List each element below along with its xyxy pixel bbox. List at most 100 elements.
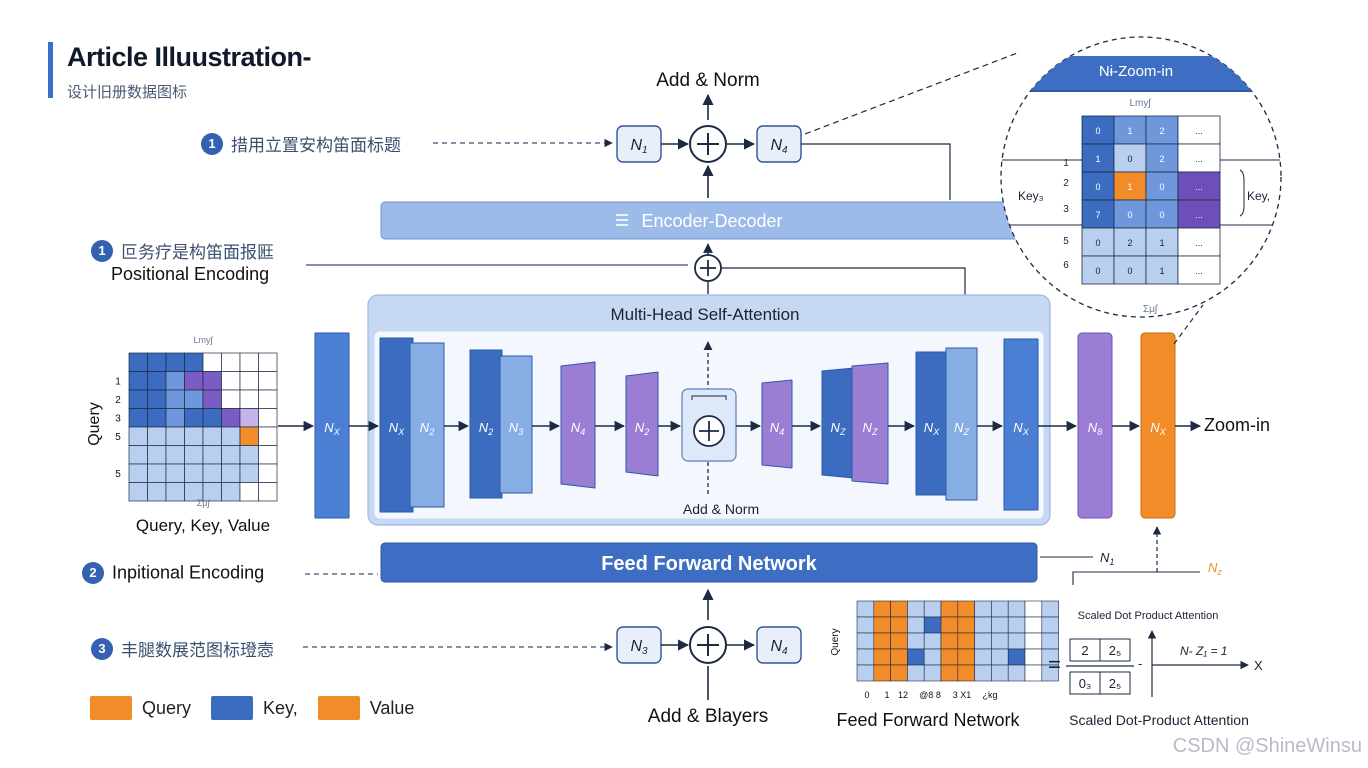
top-n-left-node: N1 (616, 125, 662, 163)
attention-block: NZ (851, 362, 889, 485)
heatmap-cell (974, 648, 992, 666)
matrix-cell (258, 463, 278, 483)
encoder-decoder-bar: Encoder-Decoder (380, 201, 1022, 240)
svg-text:NX: NX (389, 420, 405, 437)
page-subtitle: 设计旧册数据图标 (67, 84, 188, 101)
legend-item: Value (317, 696, 414, 720)
heatmap-cell (974, 632, 992, 650)
number-badge: 1 (201, 132, 223, 155)
heatmap-cell (957, 600, 975, 618)
matrix-cell (221, 482, 241, 502)
heatmap-cell (856, 616, 875, 634)
heatmap-cell (1041, 616, 1059, 634)
zoom-cell-value: 2 (1159, 126, 1164, 136)
heatmap-cell (940, 600, 959, 618)
zoom-cell (1113, 115, 1147, 145)
svg-text:2₅: 2₅ (1109, 643, 1121, 658)
legend: Query Key, Value (90, 696, 434, 720)
matrix-cell (147, 445, 167, 465)
matrix-cell (128, 463, 148, 483)
heatmap-cell (991, 616, 1009, 634)
attention-block: NX (314, 332, 350, 519)
svg-text:-: - (1138, 656, 1142, 671)
svg-text:NX: NX (324, 420, 340, 437)
matrix-cell (147, 482, 167, 502)
matrix-cell (202, 408, 222, 428)
heatmap-cell (923, 664, 942, 682)
heatmap-cell (1024, 616, 1043, 634)
matrix-cell (221, 389, 241, 409)
svg-text:X: X (1254, 658, 1263, 673)
matrix-cell (147, 371, 167, 391)
heatmap-cell (873, 648, 891, 666)
matrix-cell (165, 408, 185, 428)
zoom-cell (1177, 115, 1221, 145)
attention-formula: Scaled Dot Product Attention = 2 2₅ 0₃ 2… (1048, 610, 1263, 728)
top-add-norm-label: Add & Norm (656, 70, 759, 91)
zoom-cell (1113, 171, 1147, 201)
svg-text:NX: NX (1013, 420, 1029, 437)
ffn-heatmap-caption: Feed Forward Network (836, 710, 1020, 730)
attention-block: N4 (761, 379, 793, 469)
svg-text:Nz: Nz (1208, 560, 1222, 577)
matrix-row-number: 5 (115, 432, 121, 443)
matrix-cell (239, 445, 259, 465)
heatmap-cell (1007, 648, 1026, 666)
attention-center-add (681, 388, 737, 462)
matrix-cell (202, 463, 222, 483)
matrix-cell (147, 426, 167, 446)
heatmap-cell (957, 664, 975, 682)
svg-text:N4: N4 (770, 638, 788, 657)
heatmap-cell (957, 616, 975, 634)
zoom-cell (1177, 227, 1221, 257)
number-badge: 1 (91, 239, 113, 262)
matrix-cell (239, 482, 259, 502)
zoom-cell-value: 0 (1159, 182, 1164, 192)
heatmap-cell (974, 616, 992, 634)
matrix-row-number: 5 (115, 469, 121, 480)
matrix-row-number: 3 (115, 414, 121, 425)
attention-block: NX (1003, 338, 1039, 511)
svg-text:N2: N2 (420, 420, 434, 437)
heatmap-cell (890, 648, 908, 666)
matrix-cell (184, 389, 204, 409)
heatmap-cell (1007, 664, 1026, 682)
svg-text:0₃: 0₃ (1079, 676, 1092, 691)
matrix-cell (184, 408, 204, 428)
title-block: Article Illuustration- 设计旧册数据图标 (48, 42, 312, 101)
attention-block: NZ (945, 347, 978, 501)
formula-title: Scaled Dot Product Attention (1078, 610, 1219, 622)
top-n-right-node: N4 (756, 125, 802, 163)
heatmap-cell (940, 664, 959, 682)
zoom-cell-value: 1 (1095, 154, 1100, 164)
zoom-key-left: Key₃ (1018, 189, 1044, 203)
heatmap-cell (890, 664, 908, 682)
bottom-n-right-node: N4 (756, 626, 802, 664)
svg-text:N4: N4 (770, 420, 784, 437)
heatmap-cell (856, 600, 875, 618)
matrix-cell (147, 408, 167, 428)
heatmap-cell (991, 600, 1009, 618)
zoom-cell (1145, 115, 1179, 145)
left-matrix-row-label: Query (86, 402, 103, 446)
heatmap-cell (940, 648, 959, 666)
matrix-row-number: 2 (115, 395, 121, 406)
heatmap-cell (856, 664, 875, 682)
positional-encoding-label: Positional Encoding (111, 264, 270, 284)
matrix-cell (221, 408, 241, 428)
heatmap-cell (856, 632, 875, 650)
svg-text:N1: N1 (1100, 550, 1114, 567)
zoom-title: Nɨ-Zoom-in (1099, 63, 1173, 80)
matrix-cell (165, 426, 185, 446)
axis-tick-label: ¿kg (982, 690, 997, 700)
matrix-cell (258, 445, 278, 465)
svg-text:N1: N1 (630, 137, 647, 156)
zoom-cell-value: 0 (1127, 154, 1132, 164)
axis-tick-label: @8 8 (919, 690, 941, 700)
add-layers-label: Add & Blayers (648, 706, 768, 727)
attention-block: N2 (625, 371, 659, 477)
zoom-cell-value: 0 (1127, 266, 1132, 276)
